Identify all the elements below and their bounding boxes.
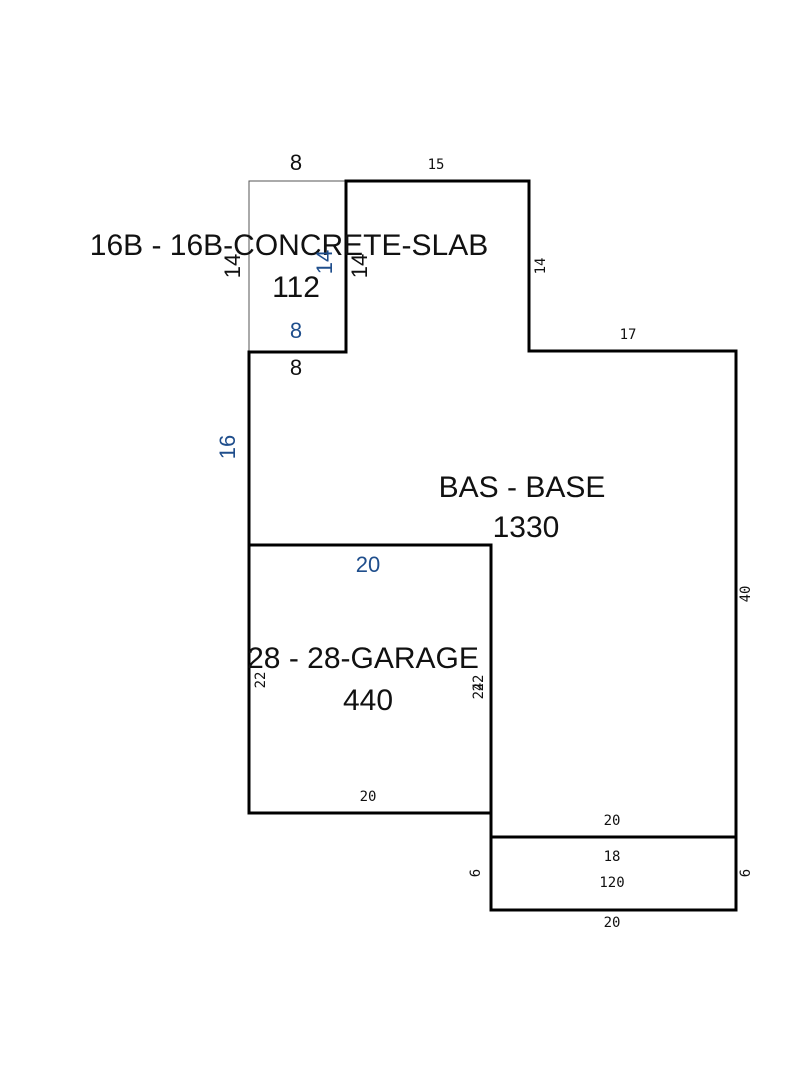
dim-porch-bottom: 20	[604, 915, 621, 931]
dim-porch-right: 6	[738, 869, 754, 877]
garage-outline	[247, 543, 493, 815]
dim-garage-left: 22	[253, 672, 269, 689]
slab-area-value: 112	[272, 271, 320, 304]
dim-porch-left: 6	[468, 869, 484, 877]
dim-garage-right-b: 24	[471, 683, 487, 700]
dim-slab-top: 8	[290, 150, 302, 175]
dim-base-top-left: 15	[428, 157, 445, 173]
garage-area-value: 440	[343, 684, 393, 717]
dim-slab-bottom: 8	[290, 355, 302, 380]
dim-slab-right: 14	[347, 254, 372, 278]
dim-base-left-blue: 16	[215, 435, 240, 459]
dim-garage-right-a: 22	[471, 675, 487, 692]
dim-slab-inner-blue: 14	[312, 250, 337, 274]
garage-area-label: 28 - 28-GARAGE	[247, 642, 479, 675]
dim-base-right: 40	[738, 586, 754, 603]
dim-base-bottom: 20	[604, 813, 621, 829]
dim-slab-left: 14	[220, 254, 245, 278]
dim-garage-bottom: 20	[360, 789, 377, 805]
porch-area-label: 18	[604, 849, 621, 865]
porch-area-value: 120	[599, 875, 624, 891]
dim-garage-top-blue: 20	[356, 552, 380, 577]
base-area-label: BAS - BASE	[439, 471, 606, 504]
slab-area-label: 16B - 16B-CONCRETE-SLAB	[90, 229, 488, 262]
porch-outline	[489, 835, 738, 912]
dim-base-right-upper: 14	[533, 258, 549, 275]
dim-base-top-right: 17	[620, 327, 637, 343]
base-area-value: 1330	[493, 511, 560, 544]
dim-slab-bottom-blue: 8	[290, 318, 302, 343]
